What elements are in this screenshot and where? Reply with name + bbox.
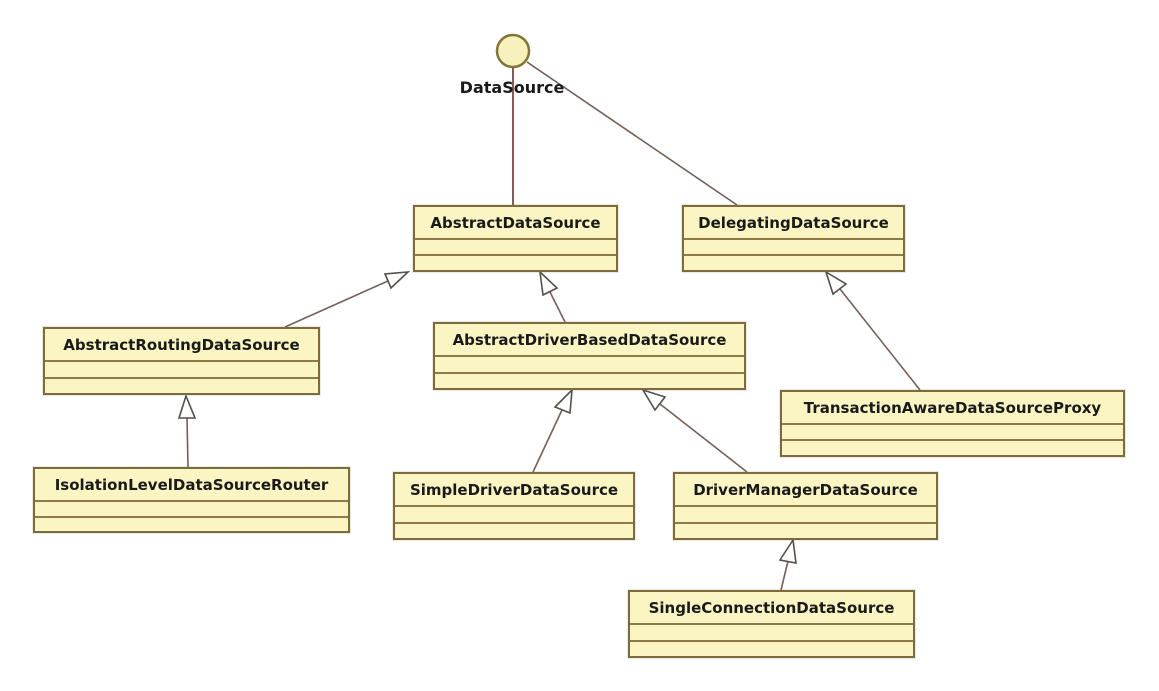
connector-generalization-proxy-to-delegating [824,270,921,391]
connector-generalization-simpledriver-to-driverbased [532,387,573,473]
fields-compartment [395,505,633,522]
class-name: AbstractDriverBasedDataSource [452,330,727,349]
methods-compartment [684,254,903,270]
connector-generalization-routing-to-abstract [284,271,411,328]
class-box-transactionawaredatasourceproxy: TransactionAwareDataSourceProxy [780,390,1125,457]
interface-circle [495,33,531,69]
class-box-abstractroutingdatasource: AbstractRoutingDataSource [43,327,320,395]
generalization-triangle-icon [538,269,559,297]
class-name: TransactionAwareDataSourceProxy [803,398,1102,417]
methods-compartment [782,439,1123,455]
class-box-isolationleveldatasourcerouter: IsolationLevelDataSourceRouter [33,467,350,533]
class-box-abstractdatasource: AbstractDataSource [413,205,618,272]
class-name: SimpleDriverDataSource [409,480,619,499]
class-box-abstractdriverbaseddatasource: AbstractDriverBasedDataSource [433,322,746,390]
generalization-triangle-icon [383,271,411,290]
generalization-triangle-icon [824,270,848,296]
methods-compartment [415,254,616,270]
methods-compartment [630,639,913,656]
methods-compartment [395,521,633,538]
methods-compartment [45,376,318,393]
methods-compartment [35,515,348,531]
interface-label-datasource: DataSource [459,78,565,97]
connector-generalization-isolation-to-routing [177,393,197,468]
class-box-delegatingdatasource: DelegatingDataSource [682,205,905,272]
connector-generalization-singleconn-to-drivermanager [778,537,797,591]
methods-compartment [435,371,744,388]
class-name: AbstractDataSource [430,213,601,232]
fields-compartment [435,355,744,372]
connector-realization-delegatingdatasource [526,61,738,206]
class-name: SingleConnectionDataSource [648,598,895,617]
class-box-simpledriverdatasource: SimpleDriverDataSource [393,472,635,540]
fields-compartment [630,623,913,640]
fields-compartment [684,238,903,254]
fields-compartment [782,423,1123,439]
class-name: IsolationLevelDataSourceRouter [54,475,329,494]
generalization-triangle-icon [778,537,797,564]
connector-generalization-driverbased-to-abstract [538,269,566,323]
methods-compartment [675,521,936,538]
class-box-singleconnectiondatasource: SingleConnectionDataSource [628,590,915,658]
class-name: DelegatingDataSource [698,213,889,232]
generalization-triangle-icon [641,388,667,412]
class-name: DriverManagerDataSource [693,480,918,499]
fields-compartment [415,238,616,254]
fields-compartment [675,505,936,522]
generalization-triangle-icon [177,393,197,419]
class-name: AbstractRoutingDataSource [63,335,300,354]
connector-generalization-drivermanager-to-driverbased [641,388,748,473]
class-box-drivermanagerdatasource: DriverManagerDataSource [673,472,938,540]
fields-compartment [45,360,318,377]
generalization-triangle-icon [553,387,573,415]
fields-compartment [35,500,348,516]
